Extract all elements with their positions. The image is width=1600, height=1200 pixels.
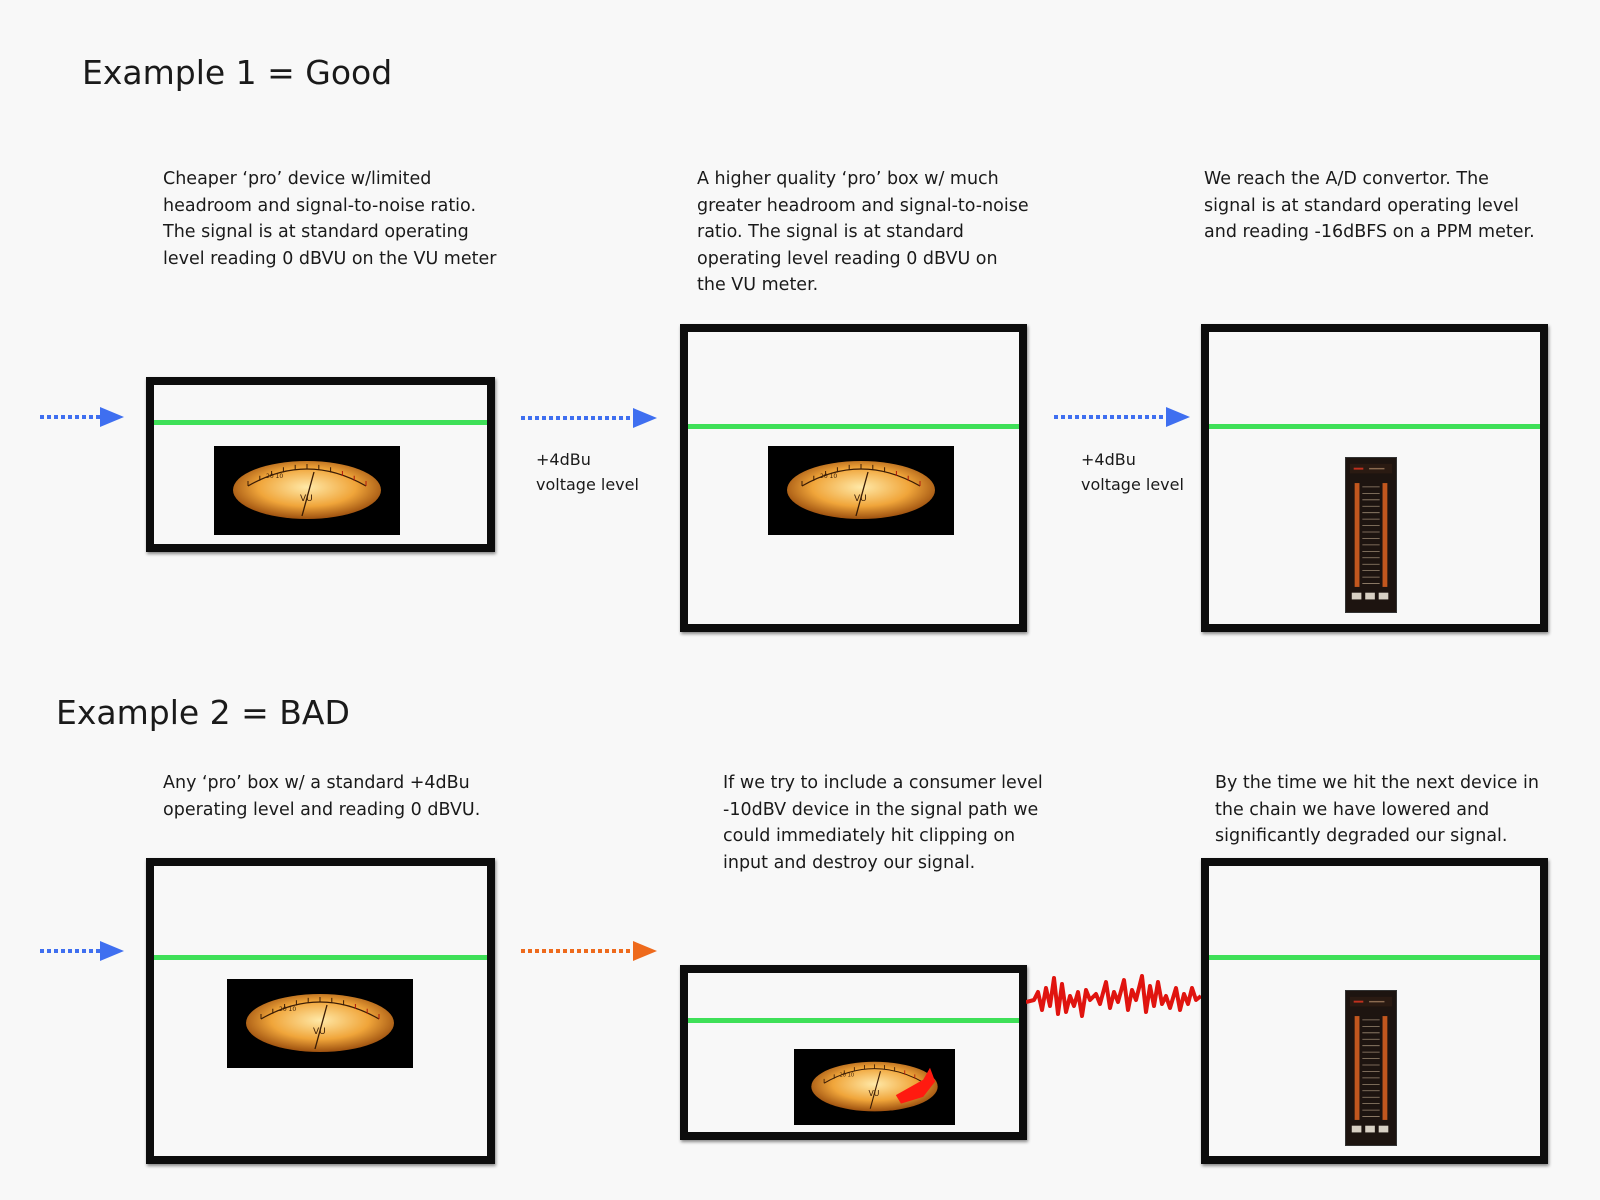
next-device-box — [1201, 858, 1548, 1164]
example-1-caption-2: A higher quality ‘pro’ box w/ much great… — [697, 169, 1029, 295]
operating-level-line — [1209, 955, 1540, 960]
blue-arrow-icon — [519, 406, 659, 430]
svg-text:20 10: 20 10 — [839, 1072, 854, 1078]
high-quality-pro-device-box: 20 10VU — [680, 324, 1027, 632]
vu-meter-icon: 20 10VU — [227, 979, 413, 1068]
example-2-caption-2: If we try to include a consumer level -1… — [723, 773, 1043, 873]
example-1-caption-3: We reach the A/D convertor. The signal i… — [1204, 169, 1535, 242]
vu-meter-icon: 20 10VU — [768, 446, 954, 535]
operating-level-line — [688, 1018, 1019, 1023]
voltage-level-label-2: +4dBu voltage level — [1081, 450, 1184, 494]
voltage-level-label-1: +4dBu voltage level — [536, 450, 639, 494]
operating-level-line — [154, 420, 487, 425]
blue-arrow-icon — [1052, 405, 1192, 429]
operating-level-line — [154, 955, 487, 960]
example-2-caption-1: Any ‘pro’ box w/ a standard +4dBu operat… — [163, 773, 481, 820]
svg-text:20 10: 20 10 — [266, 473, 283, 480]
example-1-heading: Example 1 = Good — [82, 53, 393, 92]
operating-level-line — [688, 424, 1019, 429]
ppm-meter-icon — [1345, 457, 1397, 613]
pro-device-box: 20 10VU — [146, 858, 495, 1164]
cheap-pro-device-box: 20 10VU — [146, 377, 495, 552]
blue-arrow-icon — [38, 405, 126, 429]
ppm-meter-icon — [1345, 990, 1397, 1146]
orange-arrow-icon — [519, 939, 659, 963]
blue-arrow-icon — [38, 939, 126, 963]
svg-text:20 10: 20 10 — [279, 1006, 296, 1013]
consumer-level-device-box: 20 10VU — [680, 965, 1027, 1140]
example-2-caption-3: By the time we hit the next device in th… — [1215, 773, 1539, 846]
ad-convertor-box — [1201, 324, 1548, 632]
vu-meter-icon: 20 10VU — [214, 446, 400, 535]
clipping-vu-meter-icon: 20 10VU — [794, 1049, 955, 1125]
distorted-signal-icon — [1026, 970, 1201, 1030]
example-2-heading: Example 2 = BAD — [56, 693, 350, 732]
svg-text:20 10: 20 10 — [820, 473, 837, 480]
operating-level-line — [1209, 424, 1540, 429]
example-1-caption-1: Cheaper ‘pro’ device w/limited headroom … — [163, 169, 497, 269]
